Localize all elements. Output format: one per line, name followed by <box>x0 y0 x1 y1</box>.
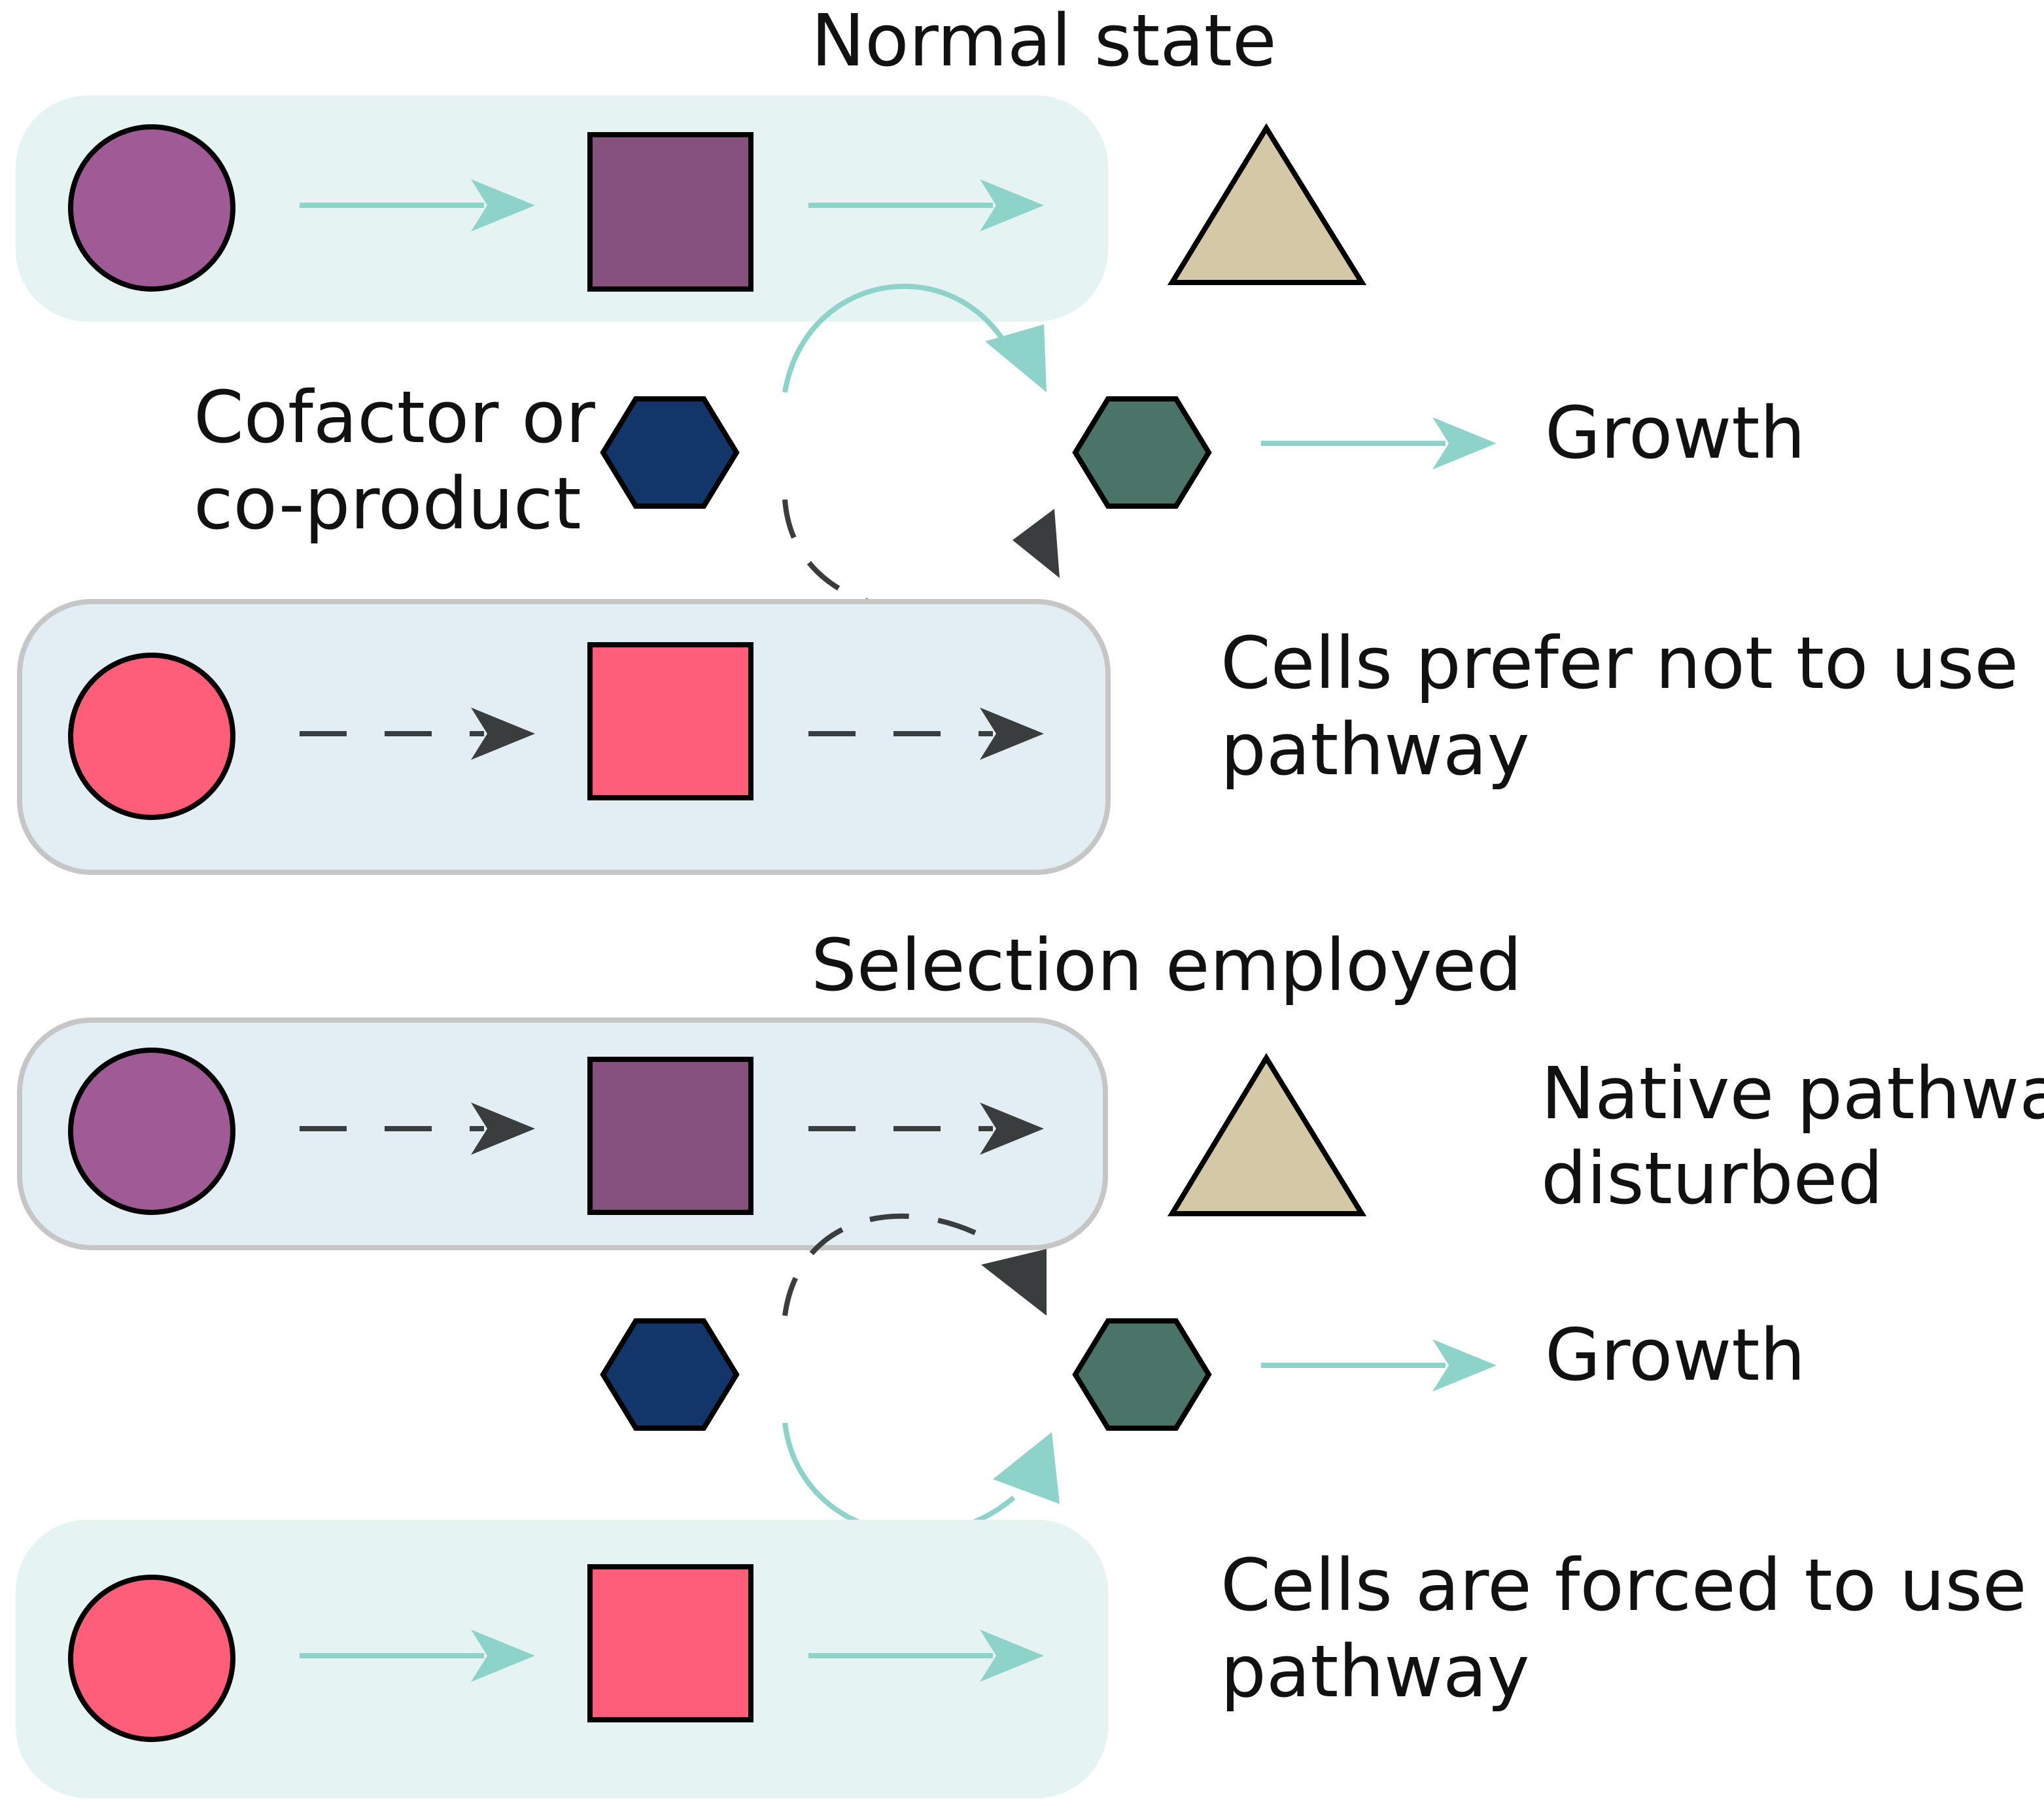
coproduct-hexagon-2 <box>1072 1318 1212 1431</box>
engineered-pathway-box-inactive <box>17 599 1111 875</box>
engineered-pathway-box-active <box>16 1520 1108 1798</box>
native-arrow-2 <box>808 179 1044 231</box>
cofactor-hexagon <box>600 396 740 509</box>
cofactor-hexagon-2 <box>600 1318 740 1431</box>
native-substrate-circle-2 <box>68 1048 235 1215</box>
active-recycle-arrow <box>782 284 1047 393</box>
native-intermediate-square <box>587 132 754 292</box>
engineered-intermediate-square <box>587 642 754 800</box>
cofactor-label-line1: Cofactor or <box>194 375 596 459</box>
selection-note-line2: pathway <box>1221 1630 1530 1713</box>
engineered-substrate-circle <box>68 653 235 820</box>
normal-note-line2: pathway <box>1221 708 1530 791</box>
cofactor-label-line2: co-product <box>194 462 581 545</box>
active-recycle-arrow-2 <box>782 1422 1060 1537</box>
native-product-triangle <box>1167 123 1367 285</box>
selection-panel: Selection employed Native pathway distur… <box>16 923 2044 1798</box>
native-pathway-box <box>16 95 1108 322</box>
native-arrow-1 <box>300 179 535 231</box>
selection-note-line1: Cells are forced to use <box>1221 1543 2027 1627</box>
normal-state-title: Normal state <box>811 0 1277 82</box>
engineered-intermediate-square-2 <box>587 1564 754 1722</box>
growth-arrow-1 <box>1261 417 1497 470</box>
coproduct-hexagon <box>1072 396 1212 509</box>
native-substrate-circle <box>68 124 235 292</box>
growth-label-2: Growth <box>1545 1313 1805 1397</box>
engineered-arrow-2 <box>808 1630 1044 1682</box>
engineered-dashed-arrow-2 <box>808 708 1044 760</box>
native-note-line2: disturbed <box>1541 1137 1883 1220</box>
normal-note-line1: Cells prefer not to use <box>1221 621 2018 705</box>
engineered-substrate-circle-2 <box>68 1575 235 1742</box>
engineered-arrow-1 <box>300 1630 535 1682</box>
inactive-recycle-arrow <box>782 499 1060 613</box>
selection-title: Selection employed <box>811 923 1522 1007</box>
native-pathway-box-inactive <box>17 1017 1108 1250</box>
native-product-triangle-2 <box>1167 1053 1367 1216</box>
growth-label-1: Growth <box>1545 391 1805 475</box>
native-dashed-arrow-1 <box>300 1103 535 1155</box>
native-dashed-arrow-2 <box>808 1103 1044 1155</box>
normal-state-panel: Normal state Cofactor or co-product <box>16 0 2018 875</box>
native-intermediate-square-2 <box>587 1057 754 1215</box>
engineered-dashed-arrow-1 <box>300 708 535 760</box>
inactive-recycle-arrow-2 <box>782 1213 1047 1316</box>
growth-arrow-2 <box>1261 1339 1497 1392</box>
native-note-line1: Native pathway <box>1541 1051 2044 1135</box>
